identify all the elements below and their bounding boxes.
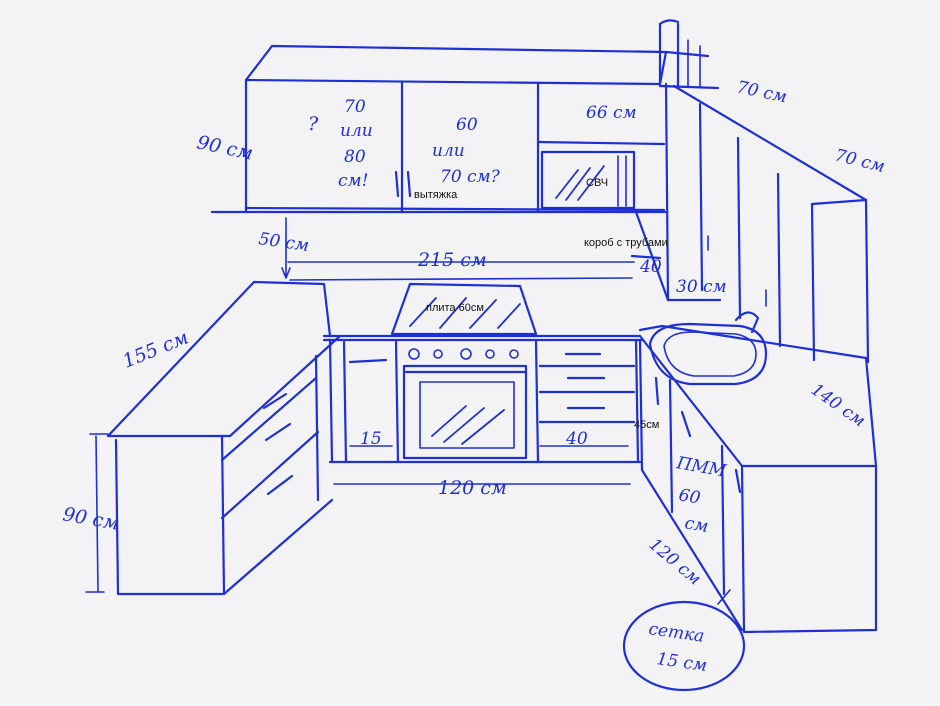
mid-note-60: 60 — [456, 115, 478, 135]
pipe-box-label: короб с трубами — [584, 237, 668, 249]
mid-note-70: 70 см? — [440, 167, 501, 187]
drawers-width: 40 — [565, 429, 588, 449]
dishwasher-line3: см — [683, 513, 710, 537]
filler-label: 15 — [360, 429, 382, 449]
left-note-80: 80 — [344, 147, 366, 167]
bottle-rack-note — [622, 600, 746, 692]
back-run-length: 215 см — [417, 249, 487, 271]
left-run-height: 90 см — [61, 503, 121, 534]
mid-note-or: или — [432, 141, 465, 161]
pipe-box — [630, 210, 722, 302]
left-run-length: 155 см — [120, 327, 192, 373]
back-base — [328, 338, 642, 485]
microwave-label: СВЧ — [586, 177, 608, 189]
right-base — [638, 338, 878, 634]
side-depth-label: 70 см — [833, 145, 887, 177]
left-note-cm: см! — [338, 171, 368, 191]
sink — [648, 311, 768, 386]
bottle-rack-line1: сетка — [647, 619, 705, 647]
gap-label: 50 см — [257, 229, 310, 256]
dishwasher-line1: ПММ — [674, 453, 728, 482]
top-depth-label: 70 см — [735, 77, 789, 107]
knife-block — [658, 19, 720, 90]
stove — [390, 282, 538, 336]
right-upper-width: 66 см — [586, 103, 637, 123]
dishwasher-line2: 60 — [677, 485, 702, 508]
hood-label: вытяжка — [414, 189, 458, 201]
right-wall-cabinets — [664, 50, 870, 364]
countertops — [106, 277, 878, 468]
pipe-box-depth: 40 — [639, 257, 662, 277]
left-base — [85, 354, 334, 596]
wall-run-length: 140 см — [807, 380, 869, 432]
left-note-q: ? — [308, 113, 319, 135]
right-run-length: 120 см — [645, 535, 705, 590]
bottle-rack-line2: 15 см — [655, 649, 708, 676]
stove-label: плита 60см — [426, 302, 484, 314]
back-base-length: 120 см — [438, 477, 507, 499]
left-note-or: или — [340, 121, 373, 141]
left-note-70: 70 — [344, 97, 366, 117]
sink-side-cabinet: 45см — [634, 419, 659, 431]
pipe-box-width: 30 см — [676, 277, 727, 297]
upper-cabinets — [210, 44, 668, 214]
